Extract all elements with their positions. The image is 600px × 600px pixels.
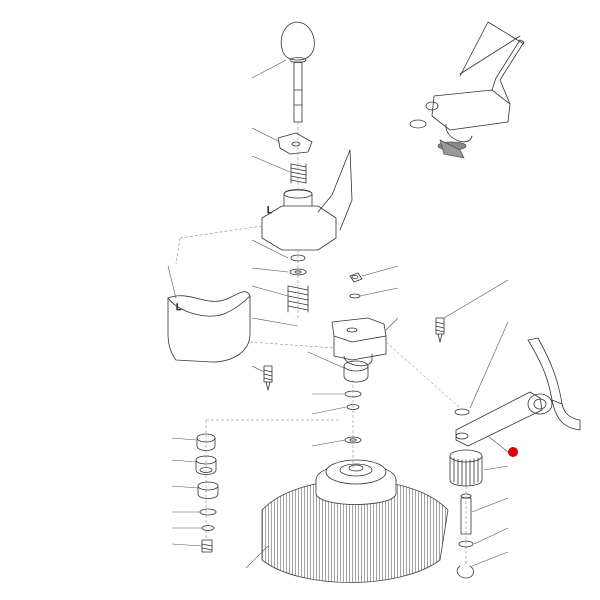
clip-plate-hole bbox=[291, 141, 301, 147]
toothed-belt bbox=[527, 337, 581, 431]
hex-nut bbox=[349, 272, 363, 283]
mounting-plate bbox=[331, 317, 387, 367]
spacer-washer-2 bbox=[346, 404, 360, 410]
small-washer bbox=[199, 508, 217, 516]
drive-gear bbox=[449, 449, 483, 487]
small-washer-2 bbox=[201, 525, 215, 531]
handle-bracket bbox=[261, 149, 353, 251]
screw-right bbox=[435, 317, 445, 343]
lower-spring bbox=[287, 285, 309, 313]
bearing-stack bbox=[195, 433, 219, 499]
sweeper-inset bbox=[409, 21, 525, 159]
handle-letter: L bbox=[267, 205, 272, 215]
upper-spring bbox=[290, 163, 307, 184]
handle-shaft bbox=[293, 61, 303, 123]
arm-pinion bbox=[527, 393, 553, 415]
assembly-lines bbox=[175, 122, 467, 566]
drive-arm bbox=[455, 391, 543, 447]
leader-lines bbox=[167, 59, 509, 569]
screw-left bbox=[263, 365, 273, 391]
clip-plate bbox=[277, 132, 313, 155]
handle-knob bbox=[280, 21, 315, 63]
pivot-hub bbox=[343, 360, 369, 383]
cover-letter: L bbox=[176, 302, 181, 312]
side-cover bbox=[167, 291, 251, 363]
nut-washer bbox=[349, 293, 361, 299]
bottom-screw bbox=[201, 539, 213, 553]
selection-marker[interactable] bbox=[508, 447, 518, 457]
side-brush bbox=[261, 459, 449, 583]
circlip bbox=[456, 565, 474, 579]
arm-washer bbox=[454, 408, 470, 416]
